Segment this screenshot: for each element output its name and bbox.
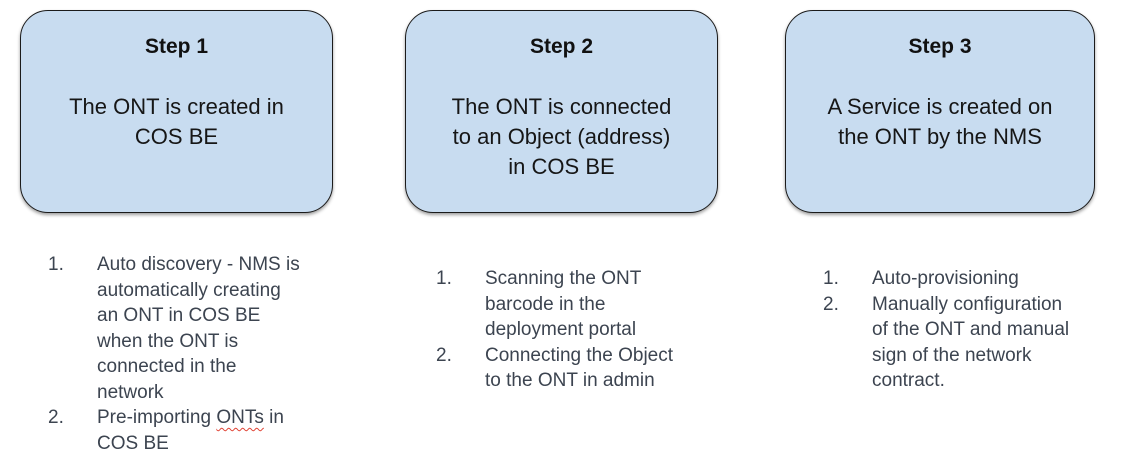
list-item-text: Manually configuration of the ONT and ma… [872, 293, 1070, 392]
list-item-number: 1. [823, 268, 839, 289]
step-3-box: Step 3 A Service is created on the ONT b… [785, 10, 1095, 213]
list-item: 1. Auto discovery - NMS is automatically… [48, 252, 300, 405]
list-item: 1. Auto-provisioning [823, 266, 1069, 292]
list-item-text: Pre-importing ONTs in COS BE [97, 405, 284, 456]
list-item-number: 1. [48, 254, 64, 275]
list-item: 2. Pre-importing ONTs in COS BE [48, 405, 300, 456]
list-item-number: 2. [48, 407, 64, 428]
list-item-text: Auto discovery - NMS is automatically cr… [97, 254, 300, 403]
step-2-description: The ONT is connected to an Object (addre… [451, 94, 672, 179]
step-1-description: The ONT is created in COS BE [69, 94, 284, 149]
list-item-text-post: in COS BE [97, 407, 284, 454]
step-3-list: 1. Auto-provisioning 2. Manually configu… [823, 266, 1069, 394]
step-1-title: Step 1 [144, 35, 209, 58]
list-item-text: Scanning the ONT barcode in the deployme… [485, 268, 642, 340]
list-item-text: Connecting the Object to the ONT in admi… [485, 344, 674, 392]
list-item: 1. Scanning the ONT barcode in the deplo… [436, 266, 673, 343]
misspelled-word: ONTs [216, 407, 264, 428]
step-3-description: A Service is created on the ONT by the N… [827, 94, 1053, 149]
step-2-title: Step 2 [529, 35, 594, 58]
step-1-list: 1. Auto discovery - NMS is automatically… [48, 252, 300, 456]
list-item: 2. Manually configuration of the ONT and… [823, 292, 1069, 394]
step-3-title: Step 3 [908, 35, 972, 58]
step-2-list: 1. Scanning the ONT barcode in the deplo… [436, 266, 673, 394]
list-item-number: 1. [436, 268, 452, 289]
step-1-box: Step 1 The ONT is created in COS BE [20, 10, 333, 213]
list-item-text: Auto-provisioning [872, 268, 1019, 289]
list-item: 2. Connecting the Object to the ONT in a… [436, 343, 673, 394]
list-item-text-pre: Pre-importing [97, 407, 217, 428]
list-item-number: 2. [436, 344, 452, 366]
list-item-number: 2. [823, 293, 839, 315]
step-2-box: Step 2 The ONT is connected to an Object… [405, 10, 718, 213]
